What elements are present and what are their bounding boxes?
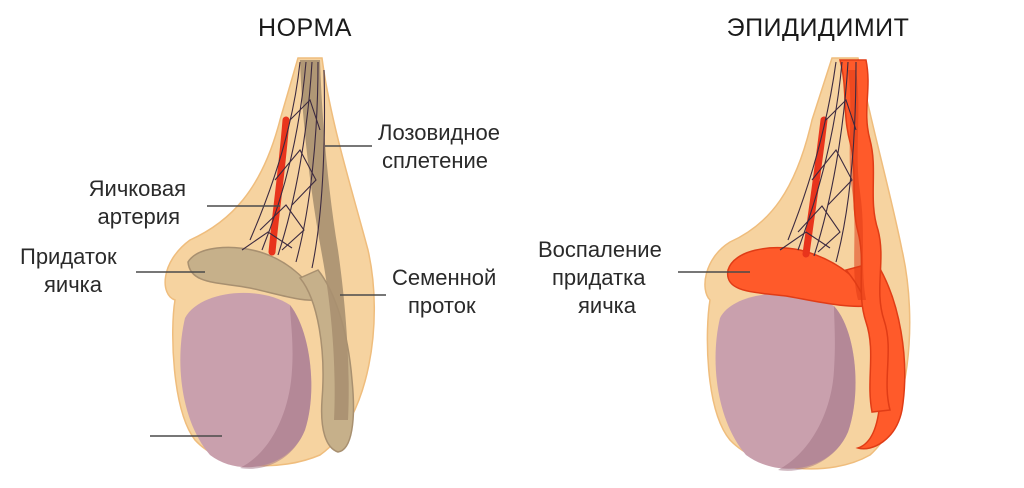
plexus-label-line1: Лозовидное <box>378 120 500 145</box>
plexus-label-line2: сплетение <box>382 148 488 173</box>
inflammation-label-line2: придатка <box>552 265 646 290</box>
artery-label-line2: артерия <box>98 204 181 229</box>
inflamed-panel-title: ЭПИДИДИМИТ <box>727 14 910 42</box>
normal-panel-title: НОРМА <box>258 14 352 42</box>
artery-label-line1: Яичковая <box>89 176 186 201</box>
epididymis-label-line1: Придаток <box>20 244 117 269</box>
inflamed-panel: ЭПИДИДИМИТ Воспаление придатка <box>538 14 910 471</box>
epididymis-label-line2: яичка <box>44 272 103 297</box>
duct-label-line1: Семенной <box>392 265 496 290</box>
inflammation-label-line1: Воспаление <box>538 237 662 262</box>
normal-panel: НОРМА Лозовидн <box>20 14 500 469</box>
duct-label-line2: проток <box>408 293 476 318</box>
inflammation-label-line3: яичка <box>578 293 637 318</box>
